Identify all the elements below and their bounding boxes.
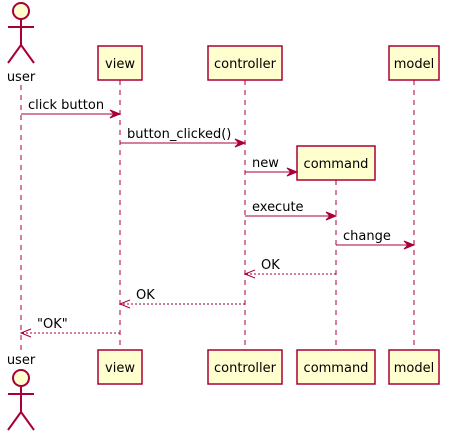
- model-top-box-rect: [388, 45, 440, 81]
- view-bottom-box: view: [97, 349, 143, 385]
- message-5: change: [336, 229, 416, 250]
- command-bottom-box: command: [296, 349, 376, 385]
- controller-bottom-box-rect: [207, 349, 283, 385]
- model-top-box: model: [388, 45, 440, 81]
- message-5-label: change: [343, 229, 391, 244]
- message-2-label: button_clicked(): [127, 127, 231, 142]
- message-1: click button: [21, 98, 122, 119]
- command-top-box-rect: [296, 145, 376, 181]
- user-bottom-actor-head: [12, 369, 30, 387]
- model-bottom-box-rect: [388, 349, 440, 385]
- controller-bottom-box: controller: [207, 349, 283, 385]
- message-8: "OK": [19, 317, 120, 338]
- message-7-label: OK: [136, 288, 155, 303]
- user-bottom-actor: [7, 369, 35, 431]
- message-4-arrowhead: [325, 211, 338, 221]
- model-bottom-box-label: model: [394, 361, 434, 376]
- model-bottom-box: model: [388, 349, 440, 385]
- message-2: button_clicked(): [120, 127, 247, 148]
- message-2-arrowhead: [234, 138, 247, 148]
- message-7-arrowhead: [118, 299, 131, 309]
- lifelines-layer: [20, 80, 415, 350]
- view-top-box-rect: [97, 45, 143, 81]
- user-top-actor-head: [12, 2, 30, 20]
- command-bottom-box-label: command: [304, 361, 369, 376]
- command-top-box: command: [296, 145, 376, 181]
- message-4-label: execute: [252, 200, 304, 215]
- command-top-box-label: command: [304, 157, 369, 172]
- user-top-label: user: [7, 70, 36, 85]
- model-top-box-label: model: [394, 57, 434, 72]
- view-top-box-label: view: [105, 57, 135, 72]
- message-5-arrowhead: [403, 240, 416, 250]
- message-6: OK: [243, 258, 336, 279]
- message-7: OK: [118, 288, 245, 309]
- user-bottom-actor-legs: [7, 410, 35, 431]
- message-3-arrowhead: [286, 167, 299, 177]
- message-6-label: OK: [261, 258, 280, 273]
- user-top-actor: [7, 2, 35, 64]
- view-bottom-box-rect: [97, 349, 143, 385]
- message-1-label: click button: [28, 98, 104, 113]
- controller-bottom-box-label: controller: [214, 361, 277, 376]
- message-6-arrowhead: [243, 269, 256, 279]
- messages-layer: click button button_clicked()new execute ch…: [19, 98, 416, 338]
- user-bottom-label: user: [7, 353, 36, 368]
- message-8-arrowhead: [19, 328, 32, 338]
- view-bottom-box-label: view: [105, 361, 135, 376]
- controller-top-box-rect: [207, 45, 283, 81]
- message-3-label: new: [252, 156, 279, 171]
- message-8-label: "OK": [37, 317, 68, 332]
- message-3: new: [245, 156, 299, 177]
- view-top-box: view: [97, 45, 143, 81]
- message-1-arrowhead: [109, 109, 122, 119]
- participants-layer: user user view view controller controller comm…: [7, 2, 440, 431]
- message-4: execute: [245, 200, 338, 221]
- user-top-actor-legs: [7, 43, 35, 64]
- controller-top-box-label: controller: [214, 57, 277, 72]
- command-bottom-box-rect: [296, 349, 376, 385]
- controller-top-box: controller: [207, 45, 283, 81]
